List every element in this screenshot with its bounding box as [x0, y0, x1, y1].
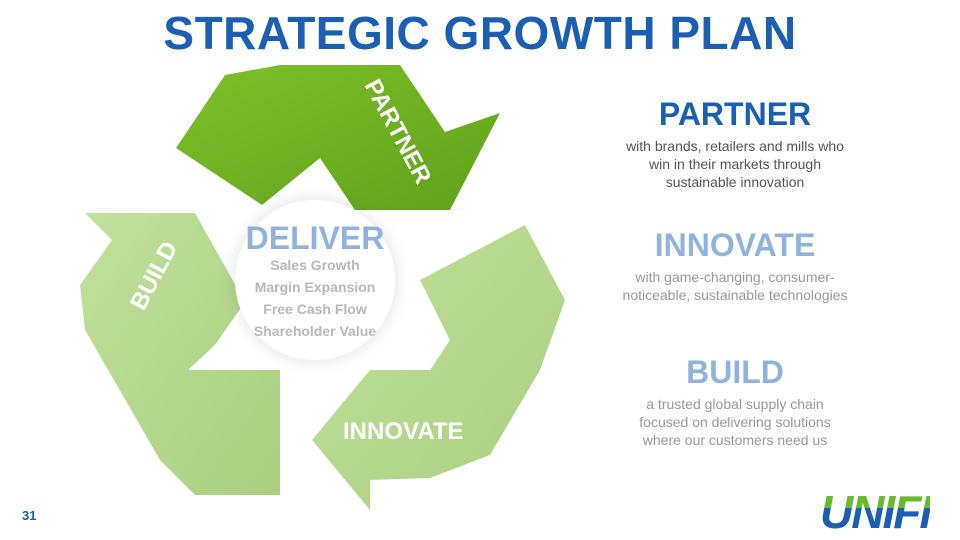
kpi-item: Shareholder Value	[253, 323, 377, 339]
page-number: 31	[22, 508, 37, 523]
unifi-logo: UNIFI	[820, 486, 932, 538]
logo-text: UNIFI	[820, 486, 932, 538]
innovate-section: INNOVATE with game-changing, consumer-no…	[620, 227, 850, 304]
partner-section: PARTNER with brands, retailers and mills…	[620, 96, 850, 191]
partner-arrow	[176, 65, 500, 210]
innovate-arrow	[312, 225, 565, 510]
kpi-item: Free Cash Flow	[263, 301, 367, 317]
page-title: STRATEGIC GROWTH PLAN	[163, 7, 797, 59]
deliver-circle: DELIVER Sales Growth Margin Expansion Fr…	[235, 200, 395, 360]
kpi-item: Sales Growth	[270, 257, 360, 273]
kpi-item: Margin Expansion	[254, 279, 376, 295]
section-heading: PARTNER	[658, 96, 812, 132]
deliver-heading: DELIVER	[245, 220, 385, 256]
section-heading: BUILD	[686, 354, 784, 390]
section-text: with game-changing, consumer-noticeable,…	[622, 269, 848, 303]
section-text: with brands, retailers and mills who win…	[626, 138, 844, 190]
section-text: a trusted global supply chain focused on…	[639, 396, 831, 448]
innovate-arrow-label: INNOVATE	[343, 418, 464, 445]
build-arrow	[80, 213, 280, 495]
build-section: BUILD a trusted global supply chain focu…	[620, 354, 850, 449]
section-heading: INNOVATE	[654, 227, 816, 263]
